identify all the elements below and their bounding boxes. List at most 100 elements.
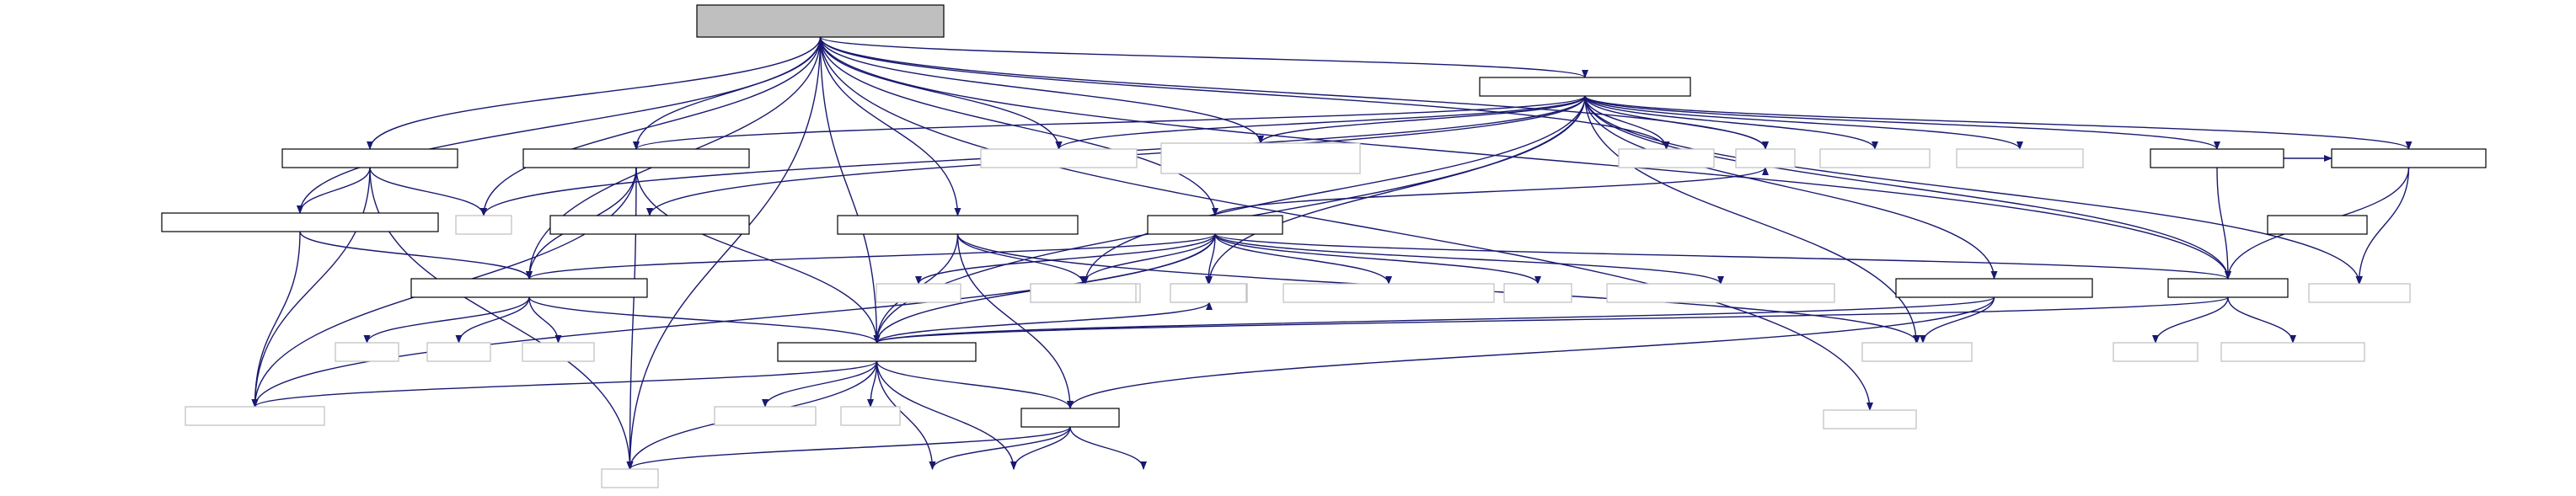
dependency-edge	[819, 36, 881, 344]
node-box	[777, 342, 977, 362]
node-box	[410, 278, 648, 298]
external-node	[2220, 342, 2365, 362]
node-box	[1147, 215, 1283, 235]
node-box	[714, 406, 817, 426]
node-box	[1735, 148, 1796, 168]
external-node	[2308, 283, 2411, 303]
dependency-edge	[1584, 95, 2231, 280]
node-box	[522, 342, 595, 362]
node-box	[1618, 148, 1715, 168]
node-box	[2331, 148, 2487, 168]
graph-node[interactable]	[549, 215, 750, 235]
dependency-edge	[1206, 95, 1586, 285]
dependency-edge	[1584, 95, 2023, 150]
node-box	[455, 215, 512, 235]
dependency-edge	[633, 36, 822, 150]
dependency-edge	[819, 36, 1218, 216]
dependency-edge	[2227, 296, 2296, 344]
dependency-edge	[1214, 233, 1392, 285]
graph-node[interactable]	[2267, 215, 2368, 235]
node-box	[980, 148, 1138, 168]
graph-node[interactable]	[522, 148, 750, 168]
dependency-edge	[819, 36, 1264, 144]
node-box	[1895, 278, 2093, 298]
graph-node[interactable]	[281, 148, 458, 168]
root-node[interactable]	[696, 4, 945, 38]
dependency-edge	[299, 231, 533, 280]
graph-node[interactable]	[1479, 77, 1691, 97]
dependency-edge	[367, 36, 822, 150]
dependency-edge	[1257, 95, 1586, 144]
external-node	[1861, 342, 1973, 362]
dependency-edge	[251, 360, 878, 408]
dependency-edge	[251, 231, 301, 408]
dependency-edge	[819, 36, 2231, 280]
node-box	[1861, 342, 1973, 362]
graph-node[interactable]	[777, 342, 977, 362]
dependency-edge	[455, 296, 530, 344]
dependency-edge	[1082, 95, 1586, 285]
external-node	[1606, 283, 1835, 303]
node-box	[335, 342, 399, 362]
external-node	[2113, 342, 2198, 362]
node-box	[2113, 342, 2198, 362]
external-node	[185, 406, 325, 426]
node-box	[601, 468, 659, 488]
node-box	[1283, 283, 1495, 303]
dependency-edge	[528, 296, 562, 344]
node-box	[1823, 409, 1917, 429]
dependency-edge	[819, 36, 1588, 78]
external-node	[1503, 283, 1572, 303]
graph-node[interactable]	[2331, 148, 2487, 168]
dependency-edge	[480, 36, 822, 216]
dependency-edge	[633, 95, 1586, 150]
dependency-edge	[876, 360, 936, 470]
node-box	[840, 406, 901, 426]
node-box	[2267, 215, 2368, 235]
graph-node[interactable]	[410, 278, 648, 298]
node-box	[1819, 148, 1931, 168]
dependency-edge	[1214, 167, 1769, 216]
node-box	[2220, 342, 2365, 362]
graph-node[interactable]	[1895, 278, 2093, 298]
dependency-edge	[873, 296, 1995, 344]
dependency-edge	[1069, 426, 1147, 470]
dependency-edge	[956, 233, 1074, 409]
node-box	[1956, 148, 2084, 168]
dependency-edge	[1584, 95, 1998, 280]
dependency-edge	[874, 296, 2229, 344]
dependency-edge	[1079, 233, 1216, 285]
dependency-edge	[297, 167, 371, 214]
graph-node[interactable]	[2167, 278, 2289, 298]
dependency-edge	[363, 296, 530, 344]
dependency-edge	[2216, 167, 2231, 280]
graph-node[interactable]	[837, 215, 1079, 235]
dependency-edge	[635, 167, 881, 344]
external-node	[1160, 142, 1361, 174]
external-node	[840, 406, 901, 426]
node-layer	[161, 4, 2487, 488]
node-box	[2308, 283, 2411, 303]
node-box	[1170, 283, 1247, 303]
node-box	[281, 148, 458, 168]
graph-node[interactable]	[2150, 148, 2284, 168]
node-box	[1020, 408, 1120, 428]
dependency-edge	[1214, 233, 1724, 285]
dependency-edge	[876, 360, 1017, 470]
dependency-edge	[1584, 95, 1878, 150]
dependency-edge	[1010, 426, 1071, 470]
dependency-edge	[762, 360, 878, 408]
graph-node[interactable]	[161, 212, 439, 232]
dependency-edge	[626, 426, 1071, 470]
node-box	[161, 212, 439, 232]
edge-layer	[251, 36, 2413, 470]
graph-node[interactable]	[1147, 215, 1283, 235]
node-box	[1030, 283, 1137, 303]
node-box	[696, 4, 945, 38]
dependency-edge	[2355, 167, 2410, 285]
graph-node[interactable]	[1020, 408, 1120, 428]
external-node	[714, 406, 817, 426]
dependency-edge	[1214, 233, 2231, 280]
node-box	[1503, 283, 1572, 303]
